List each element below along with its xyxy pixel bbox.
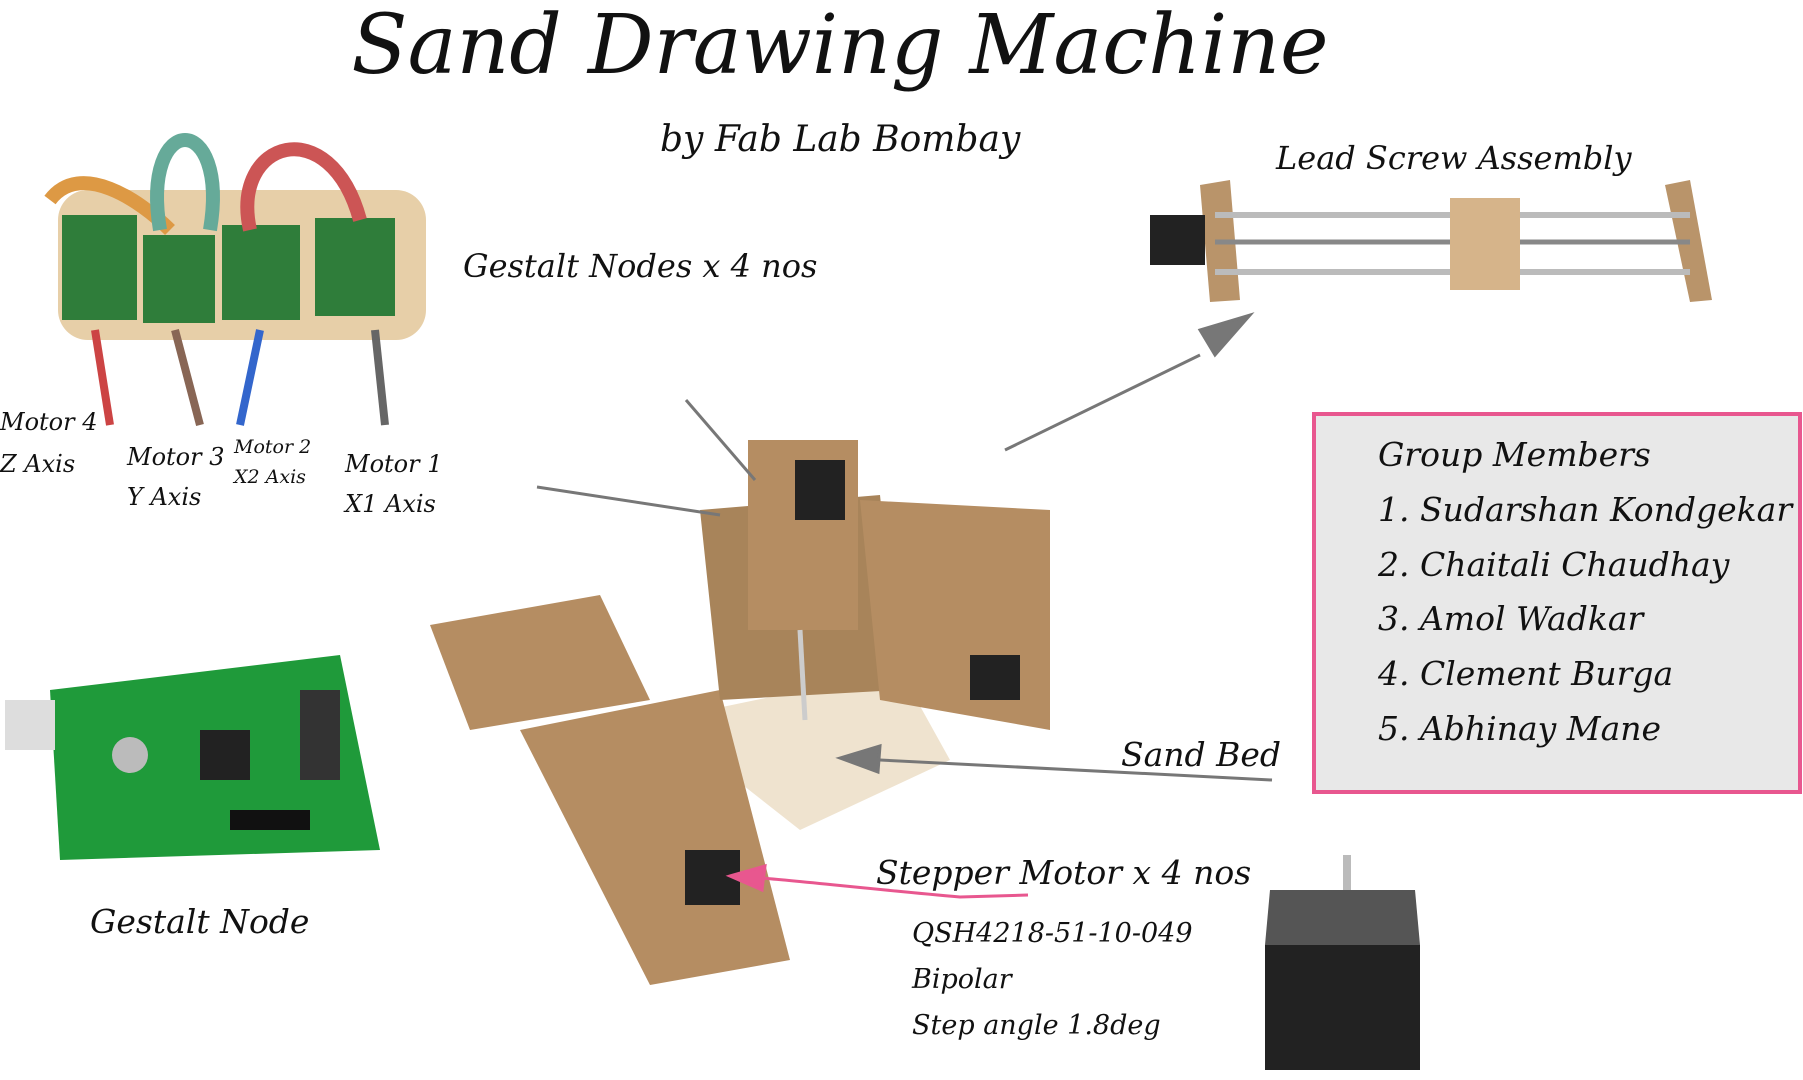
lead-screw-label: Lead Screw Assembly (1276, 139, 1632, 177)
group-members-heading: Group Members (1378, 435, 1651, 474)
motor-2-axis: X2 Axis (234, 466, 306, 488)
sand-drawing-machine-image (430, 440, 1050, 985)
stepper-arrow (759, 876, 1029, 899)
group-member: 5. Abhinay Mane (1378, 709, 1662, 748)
poster-title: Sand Drawing Machine (351, 0, 1329, 93)
group-members-box: Group Members 1. Sudarshan Kondgekar 2. … (1312, 412, 1802, 794)
motor-1-label: Motor 1 (345, 450, 443, 478)
lead-screw-arrow (1004, 353, 1201, 452)
group-member: 2. Chaitali Chaudhay (1378, 545, 1730, 584)
group-member: 4. Clement Burga (1378, 654, 1674, 693)
pointer-line (536, 485, 721, 517)
pointer-line (684, 399, 757, 481)
stepper-step-angle: Step angle 1.8deg (912, 1010, 1161, 1041)
motor-1-axis: X1 Axis (345, 490, 436, 518)
gestalt-nodes-board-image (44, 133, 426, 427)
stepper-motor-image (1265, 855, 1420, 1070)
gestalt-node-label: Gestalt Node (90, 902, 310, 941)
motor-4-axis: Z Axis (0, 450, 76, 478)
gestalt-nodes-label: Gestalt Nodes x 4 nos (463, 247, 818, 285)
sand-bed-label: Sand Bed (1121, 735, 1282, 774)
poster-subtitle: by Fab Lab Bombay (660, 119, 1021, 160)
motor-3-axis: Y Axis (127, 483, 202, 511)
sand-bed-arrow (879, 758, 1273, 782)
motor-4-label: Motor 4 (0, 408, 98, 436)
motor-3-label: Motor 3 (127, 443, 225, 471)
stepper-motor-label: Stepper Motor x 4 nos (876, 853, 1252, 892)
stepper-model: QSH4218-51-10-049 (912, 918, 1193, 949)
gestalt-node-image (5, 655, 380, 860)
motor-2-label: Motor 2 (234, 436, 312, 458)
group-member: 3. Amol Wadkar (1378, 599, 1644, 638)
group-member: 1. Sudarshan Kondgekar (1378, 490, 1793, 529)
lead-screw-assembly-image (1150, 180, 1712, 302)
stepper-type: Bipolar (912, 964, 1012, 995)
